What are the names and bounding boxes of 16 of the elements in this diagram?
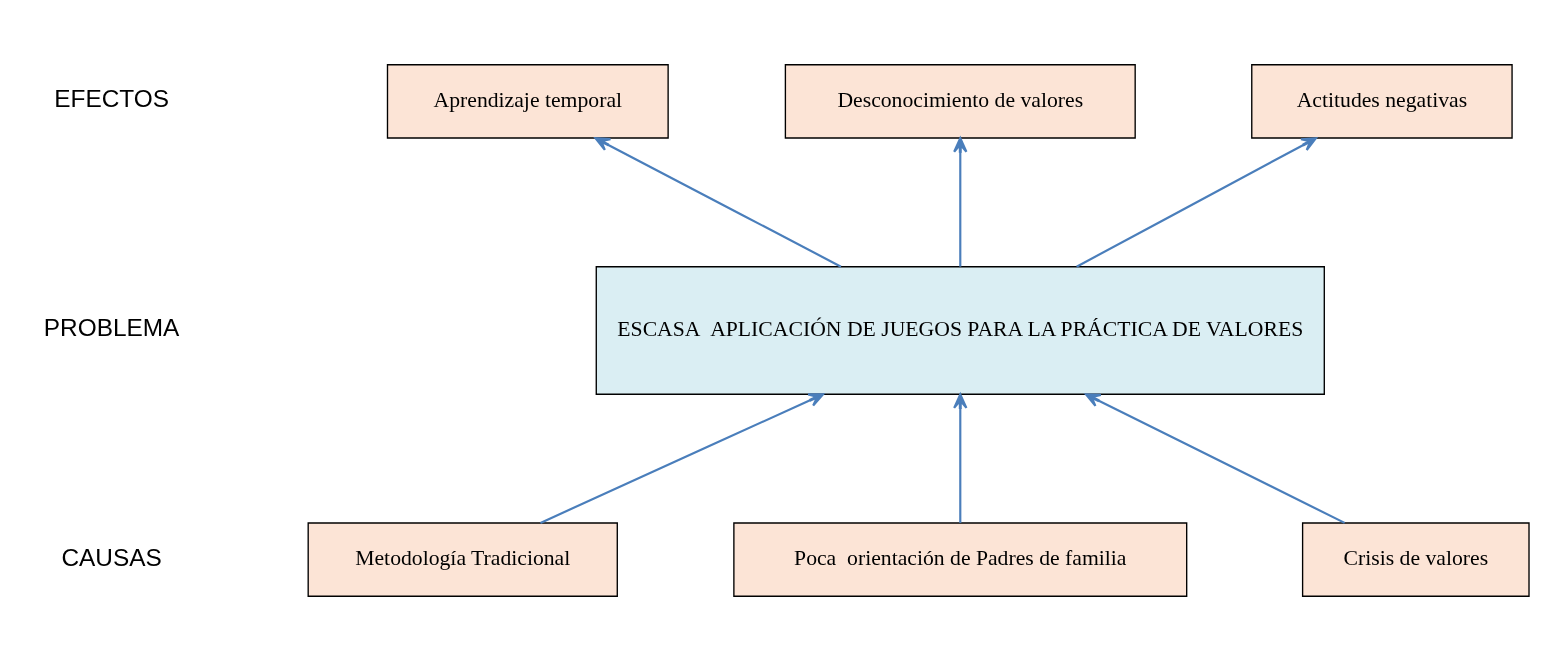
node-box: Aprendizaje temporal [386, 63, 669, 139]
label: PROBLEMA [43, 313, 180, 341]
arrow [953, 136, 968, 267]
arrow [540, 392, 825, 524]
node-box: Desconocimiento de valores [784, 63, 1136, 139]
node-box: ESCASA APLICACIÓN DE JUEGOS PARA LA PRÁCTICA DE VALORES [595, 265, 1325, 395]
node-box: Metodología Tradicional [307, 521, 618, 597]
node-box: Actitudes negativas [1251, 63, 1513, 139]
label: EFECTOS [54, 84, 169, 112]
arrow [1076, 136, 1317, 268]
arrow [594, 136, 842, 268]
node-box: Poca orientación de Padres de familia [733, 521, 1188, 597]
node-box: Crisis de valores [1301, 521, 1530, 597]
label: CAUSAS [61, 543, 162, 571]
arrow [953, 392, 968, 523]
arrow [1084, 392, 1346, 524]
